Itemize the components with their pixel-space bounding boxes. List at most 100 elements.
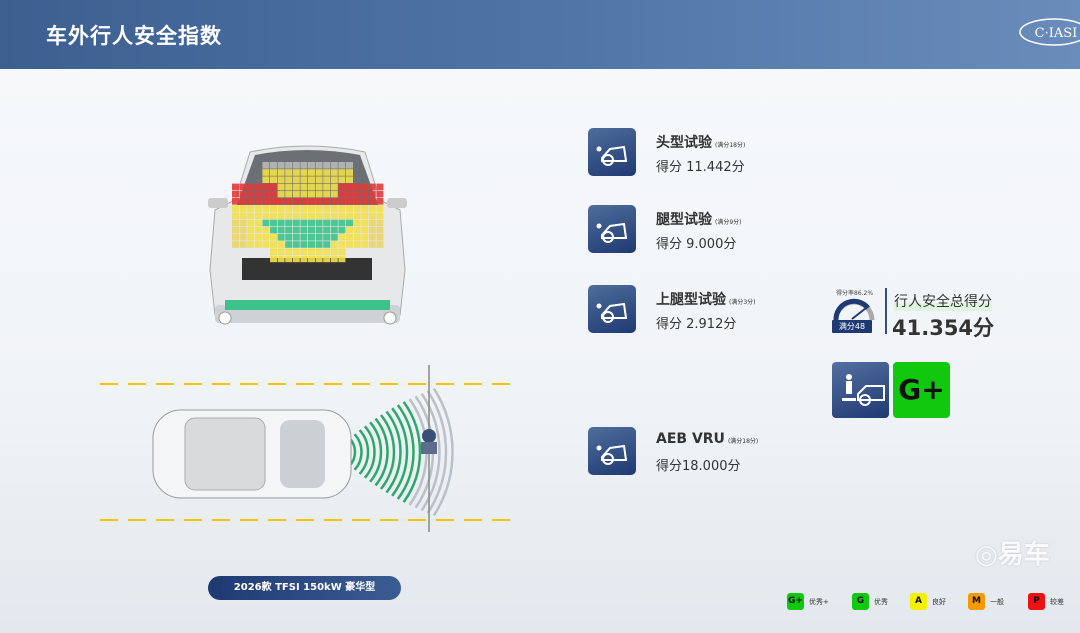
sensor-arc bbox=[358, 429, 370, 475]
heatmap-cell bbox=[315, 241, 323, 248]
heatmap-cell bbox=[330, 248, 338, 255]
heatmap-cell bbox=[300, 255, 308, 263]
heatmap-cell bbox=[262, 205, 270, 212]
heatmap-cell bbox=[277, 190, 285, 198]
upper-leg-impact-icon bbox=[588, 285, 636, 333]
heatmap-cell bbox=[292, 255, 300, 263]
heatmap-cell bbox=[338, 162, 346, 169]
heatmap-cell bbox=[308, 162, 315, 169]
heatmap-cell bbox=[292, 248, 300, 255]
test-score: 得分 9.000分 bbox=[656, 237, 737, 252]
heatmap-cell bbox=[285, 226, 293, 234]
heatmap-cell bbox=[232, 205, 239, 212]
heatmap-cell bbox=[346, 205, 353, 212]
heatmap-cell bbox=[346, 183, 353, 191]
heatmap-cell bbox=[254, 190, 262, 198]
heatmap-cell bbox=[285, 183, 293, 191]
heatmap-cell bbox=[270, 169, 277, 176]
header: 车外行人安全指数 C·IASI bbox=[0, 0, 1080, 69]
heatmap-cell bbox=[254, 198, 262, 205]
heatmap-cell bbox=[338, 234, 346, 241]
heatmap-cell bbox=[247, 241, 255, 248]
heatmap-cell bbox=[232, 219, 239, 227]
heatmap-cell bbox=[308, 241, 315, 248]
sensor-arc bbox=[396, 404, 415, 500]
heatmap-cell bbox=[353, 234, 361, 241]
heatmap-cell bbox=[308, 255, 315, 263]
heatmap-cell bbox=[277, 205, 285, 212]
heatmap-cell bbox=[315, 255, 323, 263]
heatmap-cell bbox=[277, 219, 285, 227]
legend-label: 优秀+ bbox=[809, 597, 829, 606]
heatmap-cell bbox=[308, 205, 315, 212]
heatmap-cell bbox=[361, 212, 369, 219]
heatmap-cell bbox=[376, 219, 384, 227]
heatmap-cell bbox=[323, 226, 331, 234]
heatmap-cell bbox=[277, 212, 285, 219]
test-name: AEB VRU bbox=[656, 431, 725, 447]
heatmap-cell bbox=[330, 190, 338, 198]
heatmap-cell bbox=[353, 198, 361, 205]
heatmap-cell bbox=[323, 212, 331, 219]
heatmap-cell bbox=[277, 226, 285, 234]
heatmap-cell bbox=[338, 176, 346, 183]
heatmap-cell bbox=[338, 198, 346, 205]
heatmap-cell bbox=[292, 241, 300, 248]
heatmap-cell bbox=[239, 183, 247, 191]
test-max: (满分9分) bbox=[715, 219, 742, 226]
heatmap-cell bbox=[315, 190, 323, 198]
legend-label: 良好 bbox=[932, 597, 946, 606]
heatmap-cell bbox=[308, 169, 315, 176]
heatmap-cell bbox=[361, 234, 369, 241]
heatmap-cell bbox=[315, 162, 323, 169]
heatmap-cell bbox=[346, 169, 353, 176]
heatmap-cell bbox=[270, 162, 277, 169]
heatmap-cell bbox=[361, 241, 369, 248]
heatmap-cell bbox=[300, 219, 308, 227]
heatmap-cell bbox=[353, 205, 361, 212]
heatmap-cell bbox=[376, 183, 384, 191]
heatmap-cell bbox=[277, 248, 285, 255]
heatmap-cell bbox=[346, 162, 353, 169]
test-max: (满分18分) bbox=[727, 438, 759, 445]
heatmap-cell bbox=[346, 190, 353, 198]
gauge-icon bbox=[833, 298, 875, 321]
legend-label: 优秀 bbox=[874, 597, 888, 606]
heatmap-cell bbox=[277, 255, 285, 263]
sensor-arc bbox=[369, 421, 383, 483]
test-name: 腿型试验 bbox=[656, 212, 712, 228]
heatmap-cell bbox=[254, 241, 262, 248]
heatmap-cell bbox=[292, 198, 300, 205]
leg-impact-icon bbox=[588, 205, 636, 253]
heatmap-cell bbox=[270, 198, 277, 205]
legend-swatch: P bbox=[1028, 593, 1045, 610]
heatmap-cell bbox=[239, 198, 247, 205]
heatmap-cell bbox=[247, 205, 255, 212]
heatmap-cell bbox=[308, 226, 315, 234]
heatmap-cell bbox=[285, 198, 293, 205]
heatmap-cell bbox=[270, 190, 277, 198]
heatmap-cell bbox=[270, 176, 277, 183]
aeb-vru-icon bbox=[588, 427, 636, 475]
sensor-arc bbox=[432, 387, 454, 517]
heatmap-cell bbox=[338, 226, 346, 234]
heatmap-cell bbox=[338, 241, 346, 248]
heatmap-cell bbox=[368, 226, 376, 234]
heatmap-cell bbox=[277, 183, 285, 191]
heatmap-cell bbox=[330, 205, 338, 212]
heatmap-cell bbox=[361, 226, 369, 234]
heatmap-cell bbox=[368, 219, 376, 227]
heatmap-cell bbox=[376, 234, 384, 241]
heatmap-cell bbox=[353, 190, 361, 198]
heatmap-cell bbox=[277, 162, 285, 169]
heatmap-cell bbox=[315, 234, 323, 241]
heatmap-cell bbox=[247, 183, 255, 191]
heatmap-cell bbox=[270, 226, 277, 234]
legend-swatch: A bbox=[910, 593, 927, 610]
pedestrian-car-icon bbox=[832, 362, 889, 418]
heatmap-cell bbox=[300, 176, 308, 183]
heatmap-cell bbox=[239, 190, 247, 198]
heatmap-cell bbox=[270, 219, 277, 227]
heatmap-cell bbox=[338, 169, 346, 176]
